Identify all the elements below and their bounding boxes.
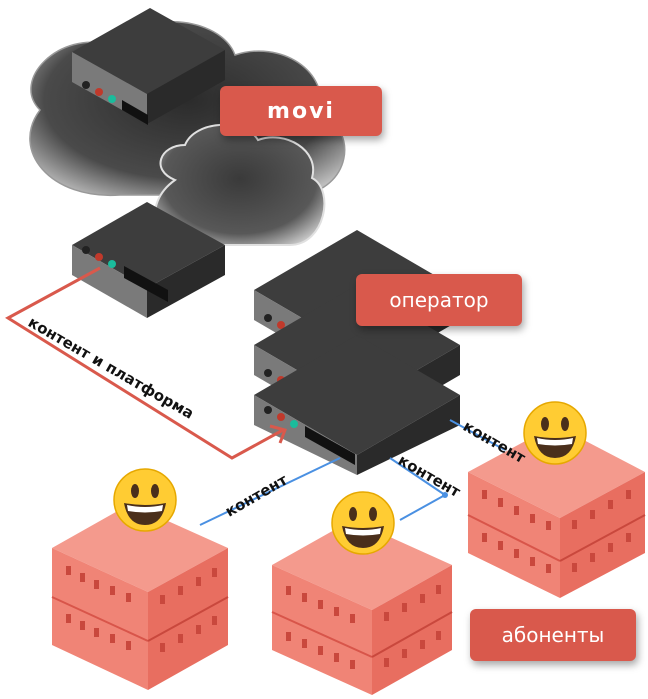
edge-operator-to-subscriber-middle bbox=[389, 457, 448, 521]
subscriber-building-middle bbox=[271, 520, 453, 695]
provider-server-top bbox=[72, 8, 225, 125]
grinning-face-emoji-right bbox=[523, 401, 587, 465]
provider-logo-label: movi bbox=[220, 86, 382, 136]
subscribers-label: абоненты bbox=[470, 609, 636, 661]
provider-server-bottom bbox=[72, 202, 225, 318]
operator-label: оператор bbox=[356, 274, 522, 326]
subscribers-label-text: абоненты bbox=[501, 623, 605, 647]
edge-operator-to-subscriber-left bbox=[199, 457, 341, 526]
provider-logo-text: movi bbox=[267, 98, 335, 124]
operator-label-text: оператор bbox=[389, 288, 489, 312]
edge-operator-to-subscriber-right bbox=[449, 419, 506, 451]
grinning-face-emoji-middle bbox=[331, 491, 395, 555]
subscriber-building-right bbox=[467, 425, 646, 598]
subscriber-building-left bbox=[51, 504, 229, 690]
grinning-face-emoji-left bbox=[113, 468, 177, 532]
operator-server-3 bbox=[254, 335, 460, 475]
edge-provider-to-operator bbox=[5, 266, 287, 460]
